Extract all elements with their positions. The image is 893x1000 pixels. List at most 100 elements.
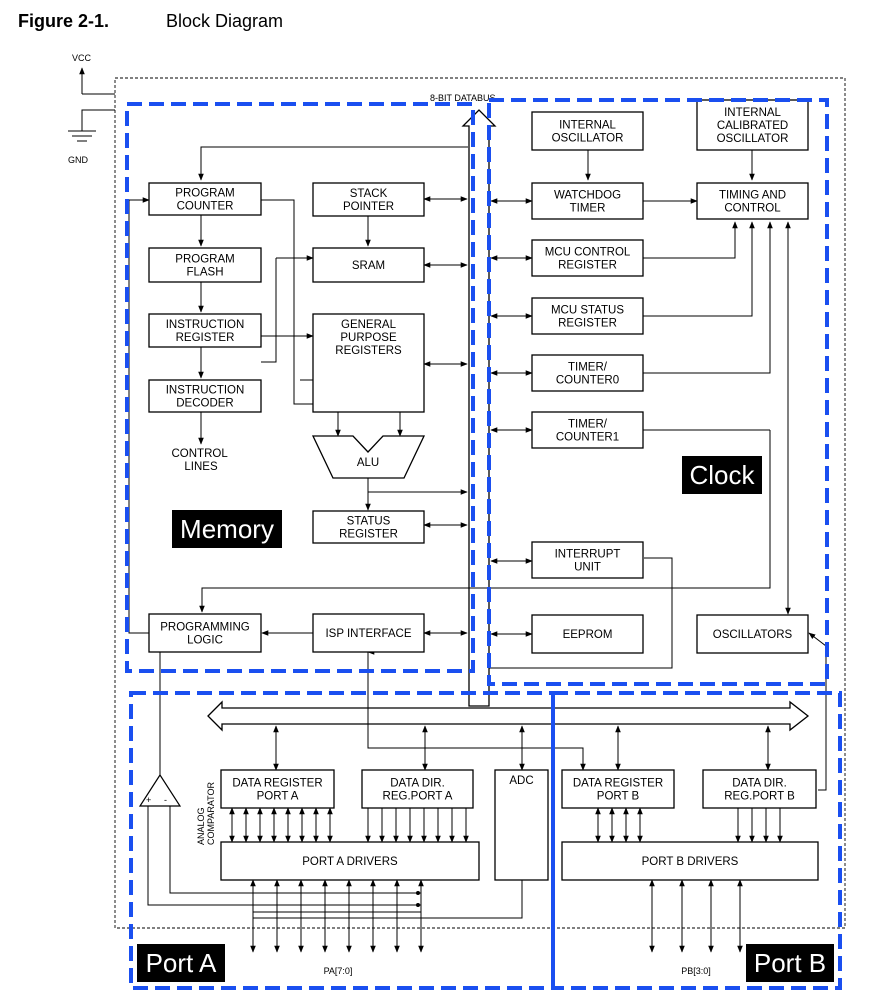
clock-region <box>487 98 829 686</box>
instruction-register-label: REGISTER <box>176 332 235 344</box>
stack-pointer-label: STACK <box>350 188 388 200</box>
eeprom-label: EEPROM <box>563 629 613 641</box>
gpr-label: PURPOSE <box>340 332 397 344</box>
instruction-decoder-label: INSTRUCTION <box>166 385 245 397</box>
timer-counter0-block: TIMER/COUNTER0 <box>531 354 644 392</box>
instruction-register-label: INSTRUCTION <box>166 319 245 331</box>
data-dir-reg-port-b-label: REG.PORT B <box>724 791 795 803</box>
port-b-region <box>551 691 842 990</box>
timing-and-control-label: CONTROL <box>724 203 781 215</box>
analog-comparator: + - ANALOG COMPARATOR <box>138 773 216 845</box>
mcu-control-register-label: REGISTER <box>558 260 617 272</box>
gnd-symbol: GND <box>68 109 115 165</box>
internal-calibrated-oscillator-label: OSCILLATOR <box>717 133 789 145</box>
control-lines-label: CONTROL LINES <box>171 448 230 473</box>
internal-oscillator-label: OSCILLATOR <box>552 133 624 145</box>
port-b-pins-label: PB[3:0] <box>681 966 711 976</box>
figure-number: Figure 2-1. <box>18 11 110 31</box>
alu: ALU <box>311 435 426 479</box>
programming-logic-label: LOGIC <box>187 635 223 647</box>
watchdog-timer-label: WATCHDOG <box>554 190 621 202</box>
instruction-decoder-label: DECODER <box>176 398 234 410</box>
gpr-label: REGISTERS <box>335 345 402 357</box>
svg-text:Port A: Port A <box>146 948 217 978</box>
port-a-drivers-label: PORT A DRIVERS <box>302 856 398 868</box>
svg-text:Clock: Clock <box>689 460 755 490</box>
timer-counter1-label: TIMER/ <box>568 419 608 431</box>
svg-text:Memory: Memory <box>180 514 274 544</box>
interrupt-unit-label: UNIT <box>574 562 601 574</box>
timing-and-control-label: TIMING AND <box>719 190 786 202</box>
port-a-pins-label: PA[7:0] <box>324 966 353 976</box>
svg-text:ALU: ALU <box>357 457 379 469</box>
program-flash-label: PROGRAM <box>175 254 234 266</box>
timer-counter1-label: COUNTER1 <box>556 432 619 444</box>
program-counter-label: COUNTER <box>177 201 234 213</box>
data-register-port-b-label: DATA REGISTER <box>573 778 663 790</box>
port-b-drivers-block: PORT B DRIVERS <box>561 841 819 881</box>
internal-calibrated-oscillator-label: INTERNAL <box>724 107 781 119</box>
adc-label: ADC <box>509 775 533 787</box>
svg-text:-: - <box>164 795 167 805</box>
internal-oscillator-label: INTERNAL <box>559 120 616 132</box>
timer-counter1-block: TIMER/COUNTER1 <box>531 411 644 449</box>
program-counter-label: PROGRAM <box>175 188 234 200</box>
data-register-port-b-label: PORT B <box>597 791 640 803</box>
data-register-port-a-label: DATA REGISTER <box>232 778 322 790</box>
svg-text:+: + <box>146 795 151 805</box>
port-a-drivers-block: PORT A DRIVERS <box>220 841 480 881</box>
oscillators-label: OSCILLATORS <box>713 629 793 641</box>
internal-bus <box>207 700 810 732</box>
svg-text:Port B: Port B <box>754 948 826 978</box>
mcu-control-register-label: MCU CONTROL <box>545 247 631 259</box>
mcu-status-register-label: REGISTER <box>558 318 617 330</box>
data-dir-reg-port-a-label: DATA DIR. <box>390 778 445 790</box>
gpr-label: GENERAL <box>341 319 397 331</box>
timer-counter0-label: TIMER/ <box>568 362 608 374</box>
status-register-label: STATUS <box>347 516 391 528</box>
data-dir-reg-port-a-label: REG.PORT A <box>383 791 453 803</box>
port-a-region <box>129 691 555 990</box>
clock-badge: Clock <box>682 456 762 494</box>
data-dir-reg-port-b-label: DATA DIR. <box>732 778 787 790</box>
connections <box>128 146 827 953</box>
isp-interface-block: ISP INTERFACE <box>312 613 425 653</box>
mcu-status-register-label: MCU STATUS <box>551 305 624 317</box>
svg-text:VCC: VCC <box>72 53 92 63</box>
timer-counter0-label: COUNTER0 <box>556 375 619 387</box>
vcc-symbol: VCC <box>72 53 115 95</box>
adc-block: ADC <box>494 769 549 881</box>
svg-text:GND: GND <box>68 155 89 165</box>
blocks: PROGRAMCOUNTERSTACKPOINTERPROGRAMFLASHSR… <box>148 99 819 881</box>
data-dir-reg-port-b-block: DATA DIR.REG.PORT B <box>702 769 817 809</box>
program-flash-label: FLASH <box>186 267 223 279</box>
figure-title: Block Diagram <box>166 11 284 31</box>
svg-text:ANALOG COMPARATOR: ANALOG COMPARATOR <box>196 781 216 845</box>
eeprom-block: EEPROM <box>531 614 644 654</box>
internal-calibrated-oscillator-label: CALIBRATED <box>717 120 788 132</box>
status-register-label: REGISTER <box>339 529 398 541</box>
isp-interface-label: ISP INTERFACE <box>325 628 411 640</box>
databus-label: 8-BIT DATABUS <box>430 93 496 103</box>
port-a-badge: Port A <box>137 944 225 982</box>
interrupt-unit-label: INTERRUPT <box>555 549 621 561</box>
oscillators-block: OSCILLATORS <box>696 614 809 654</box>
data-register-port-a-label: PORT A <box>257 791 299 803</box>
memory-badge: Memory <box>172 510 282 548</box>
